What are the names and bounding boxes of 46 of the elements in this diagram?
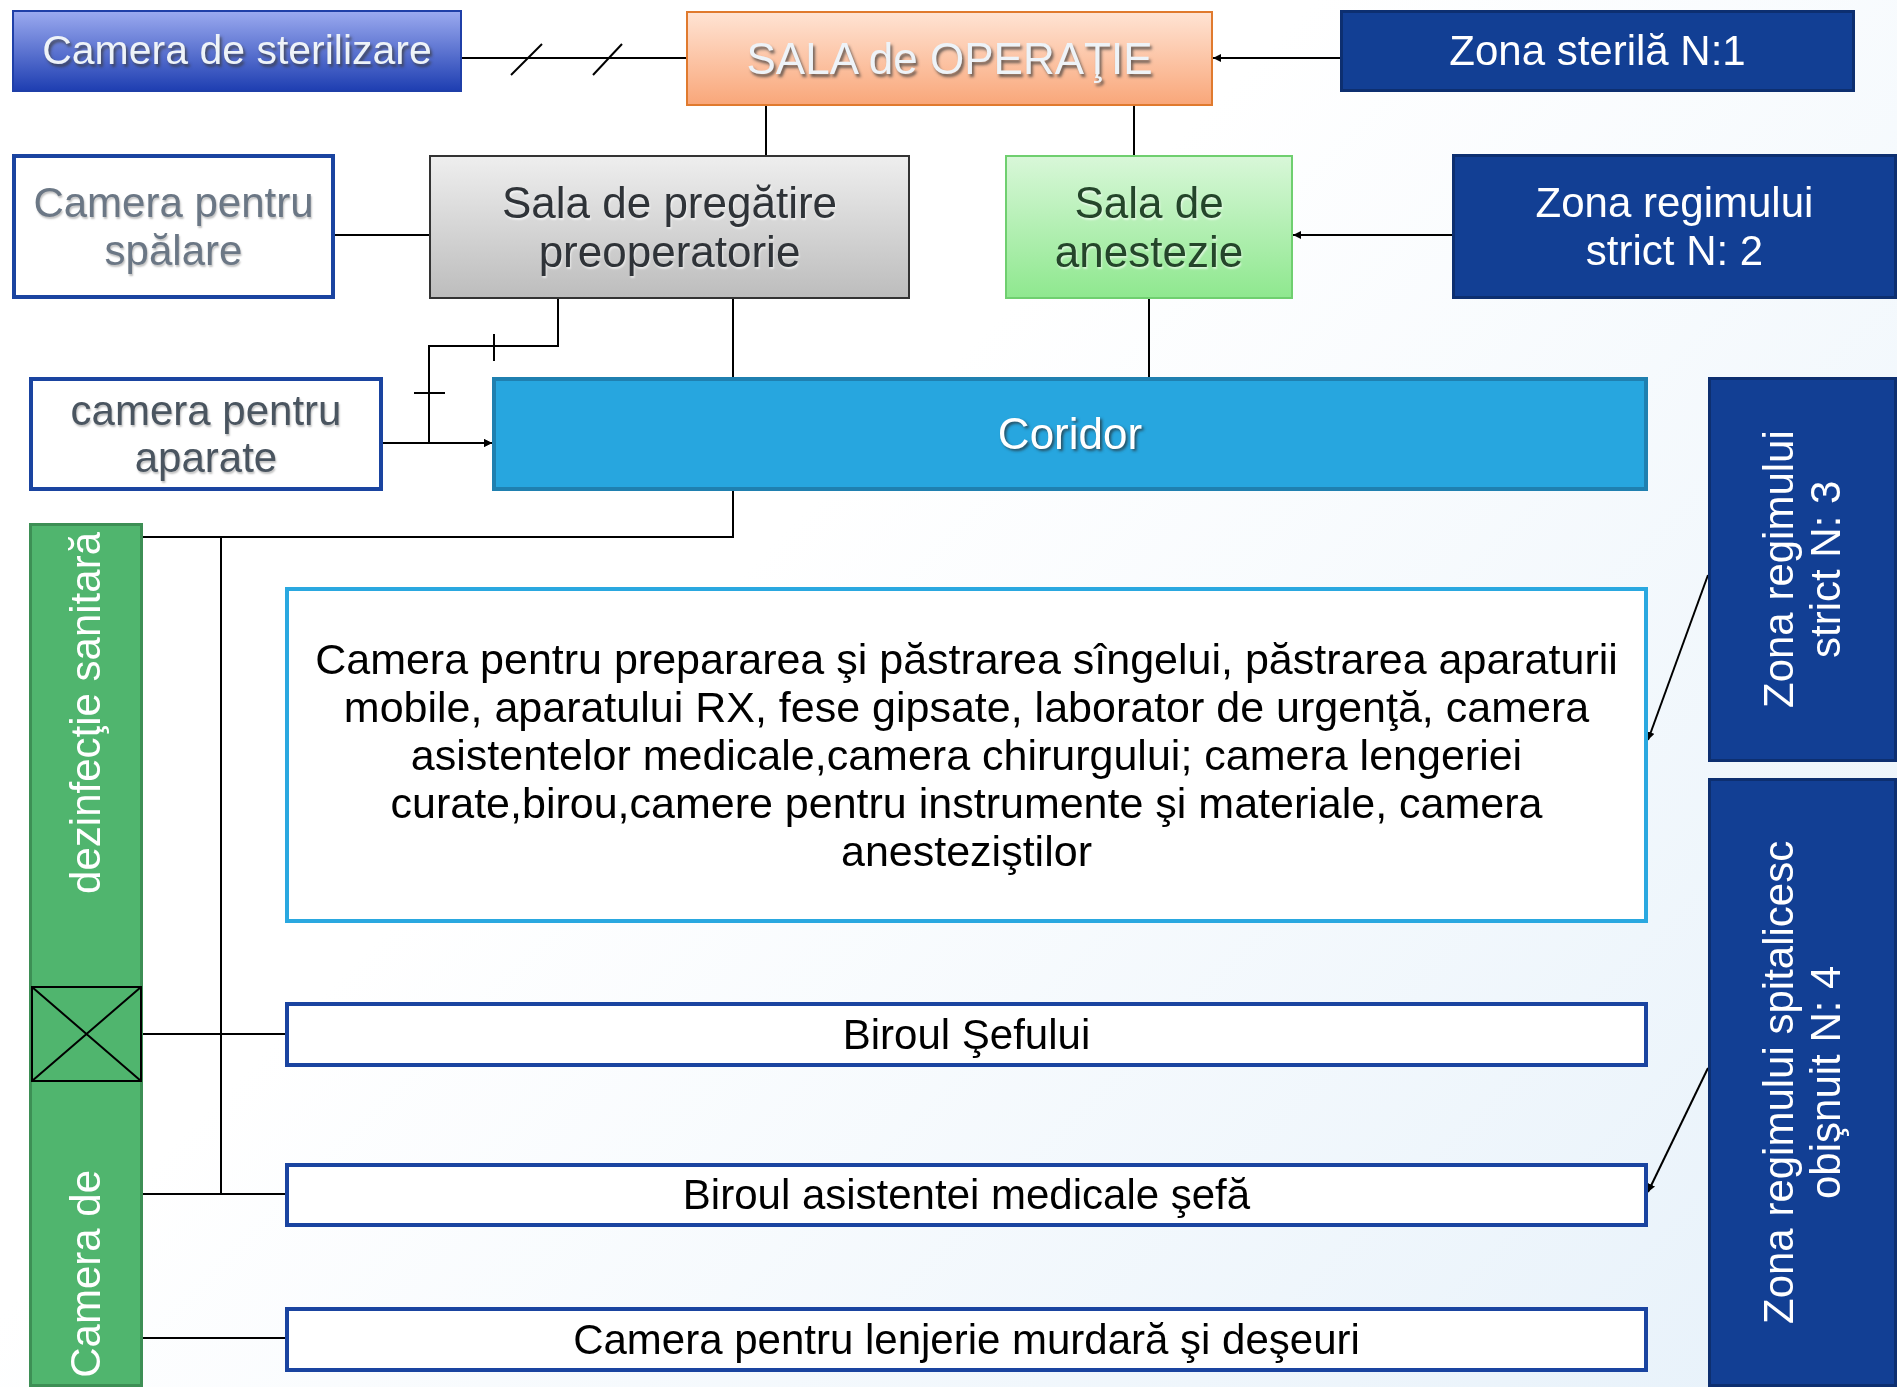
- operating-room-box: [686, 11, 1213, 106]
- room-label: Biroul Şefului: [842, 1011, 1091, 1058]
- room-label: Camera pentru lenjerie murdară şi deşeuri: [573, 1316, 1360, 1363]
- room-label: Zona regimului spitalicesc obişnuit N: 4: [1755, 839, 1850, 1327]
- connector-line: [1133, 105, 1135, 156]
- arrow: [1647, 1067, 1709, 1193]
- room-box: [285, 1163, 1648, 1227]
- connector-line: [142, 1193, 286, 1195]
- room-label: dezinfecţie sanitară: [62, 532, 110, 894]
- room-label: Camera pentru prepararea şi păstrarea sîngelui, păstrarea aparaturii mobile, aparatului RX, fese gipsate, laborator de urgenţă, camera asistentelor medicale,camera chirurgului; camera lengeriei curate,birou,camere pentru instrumente şi materiale, camera anesteziştilor: [314, 634, 1619, 876]
- room-bar: [29, 523, 143, 1387]
- room-label: Biroul asistentei medicale şefă: [682, 1171, 1251, 1219]
- connector-line: [1148, 298, 1150, 378]
- room-label: Camera de sterilizare: [42, 28, 432, 74]
- room-label: Camera de: [62, 1170, 110, 1378]
- room-label: Camera pentru spălare: [32, 179, 315, 274]
- room-box: [285, 1002, 1648, 1067]
- room-label: Coridor: [997, 409, 1143, 459]
- room-label: Zona regimului strict N: 3: [1755, 429, 1850, 711]
- room-box: [12, 154, 335, 299]
- room-label: Sala de pregătire preoperatorie: [500, 177, 839, 277]
- room-box: [29, 377, 383, 491]
- room-box: [1005, 155, 1293, 299]
- connector-line: [142, 1337, 286, 1339]
- arrow: [428, 298, 559, 447]
- arrow: [1292, 231, 1453, 239]
- room-box: [285, 587, 1648, 923]
- room-label: SALA de OPERAŢIE: [746, 33, 1153, 84]
- room-label: Zona regimului strict N: 2: [1534, 179, 1815, 274]
- corridor-box: [492, 377, 1648, 491]
- connector-line: [334, 234, 430, 236]
- connector-line: [142, 1033, 286, 1035]
- zone-box: [1708, 778, 1897, 1387]
- room-label: Zona sterilă N:1: [1449, 27, 1746, 75]
- room-box: [12, 10, 462, 92]
- connector-line: [732, 298, 734, 378]
- room-label: Sala de anestezie: [1053, 177, 1245, 277]
- connector-line: [765, 105, 767, 156]
- room-label: camera pentru aparate: [69, 386, 343, 482]
- zone-box: [1340, 10, 1855, 92]
- connector-line: [461, 57, 687, 59]
- zone-box: [1708, 377, 1897, 762]
- zone-box: [1452, 154, 1897, 299]
- arrow: [1212, 54, 1341, 62]
- room-box: [285, 1307, 1648, 1372]
- room-box: [429, 155, 910, 299]
